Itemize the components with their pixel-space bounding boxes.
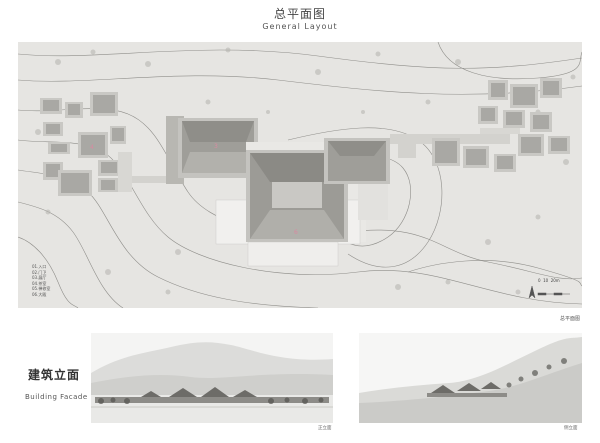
legend-item: 05.禅修室 [32, 286, 51, 291]
right-building-cluster [390, 78, 570, 172]
legend-item: 01.入口 [32, 264, 47, 269]
side-elevation-caption: 侧立面 [564, 426, 578, 431]
scale-bar-label: 0 10 20m [538, 278, 560, 283]
legend-item: 02.门卫 [32, 269, 47, 275]
facade-subtitle: Building Facade [25, 393, 88, 401]
left-building-cluster [40, 92, 170, 196]
plan-label-4: 4 [90, 144, 94, 151]
legend-item: 06.大殿 [32, 291, 47, 297]
front-elevation-caption: 正立面 [318, 426, 332, 431]
page-subtitle: General Layout [262, 22, 338, 31]
north-arrow-icon [528, 285, 570, 299]
site-plan: 01.入口 02.门卫 03.展厅 04.茶室 05.禅修室 06.大殿 4 3… [18, 42, 582, 308]
plan-label-3: 3 [214, 143, 218, 150]
plan-legend: 01.入口 02.门卫 03.展厅 04.茶室 05.禅修室 06.大殿 [32, 264, 50, 297]
side-elevation-drawing [359, 337, 582, 423]
side-elevation [359, 333, 582, 423]
legend-item: 03.展厅 [32, 275, 47, 280]
facade-title: 建筑立面 [28, 368, 81, 382]
front-elevation-drawing [91, 342, 333, 423]
site-plan-drawing [18, 42, 582, 308]
central-complex [166, 116, 390, 267]
page-title: 总平面图 [273, 7, 326, 21]
legend-item: 04.茶室 [32, 280, 47, 286]
plan-label-6: 6 [294, 229, 298, 236]
plan-caption: 总平面图 [559, 316, 580, 322]
front-elevation [91, 333, 333, 423]
